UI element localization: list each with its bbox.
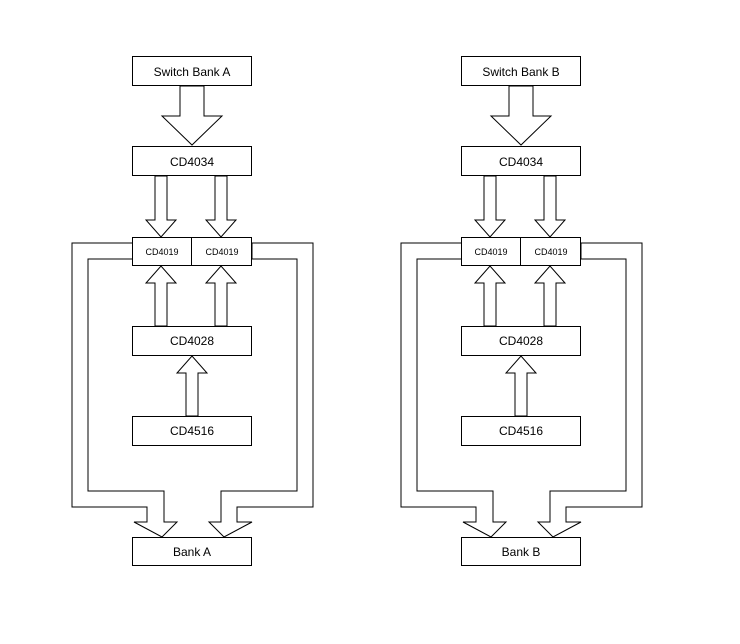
cd4034-to-cd4019-right-arrow-b <box>533 175 567 238</box>
cd4034-to-cd4019-right-arrow <box>204 175 238 238</box>
cd4028-to-cd4019-right-arrow <box>204 265 238 327</box>
cd4019-a2-label: CD4019 <box>205 247 238 257</box>
cd4516-a-box: CD4516 <box>132 416 252 446</box>
cd4028-a-label: CD4028 <box>170 334 214 348</box>
cd4028-b-label: CD4028 <box>499 334 543 348</box>
circuit-b: Switch Bank B CD4034 CD4019 CD4019 CD402… <box>400 56 643 566</box>
left-loop-arrow <box>71 242 179 538</box>
cd4028-b-box: CD4028 <box>461 326 581 356</box>
switchbank-to-cd4034-arrow <box>160 85 224 146</box>
cd4019-b1-label: CD4019 <box>474 247 507 257</box>
bank-a-box: Bank A <box>132 537 252 566</box>
switch-bank-a-box: Switch Bank A <box>132 56 252 86</box>
cd4516-to-cd4028-arrow <box>175 355 209 417</box>
cd4034-to-cd4019-left-arrow-b <box>473 175 507 238</box>
cd4019-a2-box: CD4019 <box>191 237 252 266</box>
cd4516-to-cd4028-arrow-b <box>504 355 538 417</box>
right-loop-arrow-b <box>536 242 643 538</box>
switch-bank-b-box: Switch Bank B <box>461 56 581 86</box>
cd4028-to-cd4019-left-arrow <box>144 265 178 327</box>
cd4028-a-box: CD4028 <box>132 326 252 356</box>
cd4028-to-cd4019-left-arrow-b <box>473 265 507 327</box>
right-loop-arrow <box>207 242 314 538</box>
switchbank-to-cd4034-arrow-b <box>489 85 553 146</box>
switch-bank-a-label: Switch Bank A <box>154 65 231 79</box>
cd4019-b2-box: CD4019 <box>520 237 581 266</box>
cd4019-b1-box: CD4019 <box>461 237 521 266</box>
circuit-a: Switch Bank A CD4034 CD4019 CD4019 CD402… <box>71 56 314 566</box>
cd4034-a-label: CD4034 <box>170 155 214 169</box>
cd4019-a1-label: CD4019 <box>145 247 178 257</box>
cd4516-a-label: CD4516 <box>170 424 214 438</box>
left-loop-arrow-b <box>400 242 508 538</box>
cd4516-b-box: CD4516 <box>461 416 581 446</box>
switch-bank-b-label: Switch Bank B <box>482 65 559 79</box>
bank-a-label: Bank A <box>173 545 211 559</box>
cd4034-a-box: CD4034 <box>132 146 252 176</box>
bank-b-label: Bank B <box>502 545 541 559</box>
cd4028-to-cd4019-right-arrow-b <box>533 265 567 327</box>
cd4034-b-box: CD4034 <box>461 146 581 176</box>
cd4019-a1-box: CD4019 <box>132 237 192 266</box>
cd4034-to-cd4019-left-arrow <box>144 175 178 238</box>
cd4019-b2-label: CD4019 <box>534 247 567 257</box>
bank-b-box: Bank B <box>461 537 581 566</box>
cd4034-b-label: CD4034 <box>499 155 543 169</box>
cd4516-b-label: CD4516 <box>499 424 543 438</box>
